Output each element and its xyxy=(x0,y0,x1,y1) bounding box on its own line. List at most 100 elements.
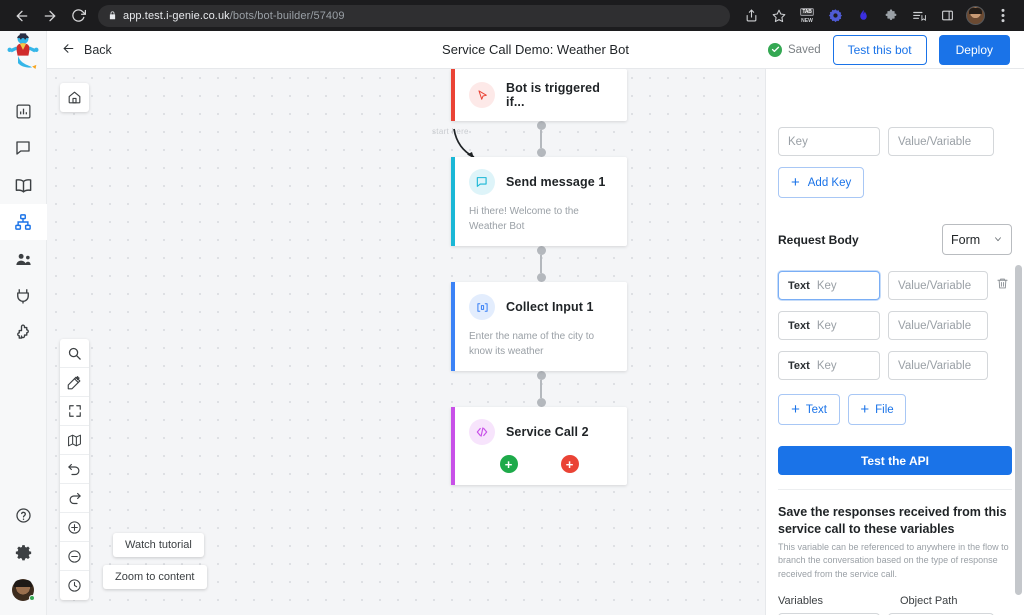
add-key-button[interactable]: + Add Key xyxy=(778,167,865,198)
body-value-input[interactable]: Value/Variable xyxy=(888,311,988,340)
profile-avatar[interactable] xyxy=(962,3,988,29)
add-failure-branch-button[interactable]: + xyxy=(560,455,579,473)
add-success-branch-button[interactable]: + xyxy=(499,455,518,473)
browser-back-button[interactable] xyxy=(8,2,36,30)
browser-reload-button[interactable] xyxy=(64,2,92,30)
flow-node-service-call[interactable]: Service Call 2 + + xyxy=(451,407,627,485)
body-value-input[interactable]: Value/Variable xyxy=(888,351,988,380)
object-path-input[interactable]: result xyxy=(888,613,994,615)
reading-list-icon[interactable] xyxy=(906,3,932,29)
flow-node-trigger[interactable]: Bot is triggered if... xyxy=(451,69,627,121)
canvas-undo-button[interactable] xyxy=(60,455,89,484)
canvas-history-button[interactable] xyxy=(60,571,89,600)
flow-branch-buttons: + + xyxy=(463,455,615,473)
bot-flow: Bot is triggered if... Send message 1 Hi… xyxy=(451,69,631,485)
saved-label: Saved xyxy=(788,43,821,56)
variables-column-header: Variables xyxy=(778,595,824,608)
body-key-input[interactable]: Text Key xyxy=(778,311,880,340)
online-status-dot xyxy=(29,595,35,601)
add-key-label: Add Key xyxy=(807,176,852,189)
sidebar-item-bots[interactable] xyxy=(0,204,47,240)
plus-icon: + xyxy=(791,174,800,191)
body-row-type-tag: Text xyxy=(788,319,810,332)
panel-scrollbar-thumb[interactable] xyxy=(1015,265,1022,595)
genie-logo[interactable] xyxy=(3,33,43,75)
deploy-button[interactable]: Deploy xyxy=(938,34,1010,65)
canvas-fullscreen-button[interactable] xyxy=(60,397,89,426)
flow-node-header: Service Call 2 xyxy=(469,419,615,445)
flow-connector xyxy=(451,246,631,282)
test-bot-button[interactable]: Test this bot xyxy=(832,34,927,65)
sidebar-item-conversations[interactable] xyxy=(0,130,47,166)
browser-forward-button[interactable] xyxy=(36,2,64,30)
browser-toolbar: app.test.i-genie.co.uk/bots/bot-builder/… xyxy=(0,0,1024,31)
lock-icon xyxy=(108,11,117,20)
request-body-label: Request Body xyxy=(778,232,859,247)
test-api-button[interactable]: Test the API xyxy=(778,446,1012,475)
chevron-down-icon xyxy=(993,233,1003,247)
header-key-input[interactable]: Key xyxy=(778,127,880,156)
add-text-button[interactable]: + Text xyxy=(778,394,840,425)
canvas-home-button[interactable] xyxy=(60,83,89,112)
connector-line xyxy=(540,130,542,148)
url-domain: app.test.i-genie.co.uk xyxy=(123,9,230,22)
canvas-search-button[interactable] xyxy=(60,339,89,368)
variables-table-header: Variables Object Path xyxy=(778,595,1012,607)
user-avatar[interactable] xyxy=(12,579,35,601)
sidebar-item-apps[interactable] xyxy=(0,315,47,351)
body-value-input[interactable]: Value/Variable xyxy=(888,271,988,300)
canvas-toolbar-tools xyxy=(60,339,89,600)
canvas-zoom-out-button[interactable] xyxy=(60,542,89,571)
body-row-type-tag: Text xyxy=(788,279,810,292)
header-value-input[interactable]: Value/Variable xyxy=(888,127,994,156)
side-panel-icon[interactable] xyxy=(934,3,960,29)
sidebar-item-contacts[interactable] xyxy=(0,241,47,277)
panel-divider xyxy=(778,489,1012,490)
canvas-minimap-button[interactable] xyxy=(60,426,89,455)
add-body-row-buttons: + Text + File xyxy=(778,394,1012,425)
sidebar-item-knowledge[interactable] xyxy=(0,167,47,203)
flow-node-collect-input[interactable]: Collect Input 1 Enter the name of the ci… xyxy=(451,282,627,371)
body-key-input[interactable]: Text Key xyxy=(778,271,880,300)
share-icon[interactable] xyxy=(738,3,764,29)
flow-node-body: Enter the name of the city to know its w… xyxy=(469,331,595,357)
app-header: Back Service Call Demo: Weather Bot Save… xyxy=(47,31,1024,69)
connector-dot xyxy=(536,273,546,282)
canvas-zoom-in-button[interactable] xyxy=(60,513,89,542)
canvas-redo-button[interactable] xyxy=(60,484,89,513)
message-square-icon xyxy=(469,169,495,195)
back-button[interactable]: Back xyxy=(61,42,112,58)
sidebar-item-analytics[interactable] xyxy=(0,93,47,129)
code-brackets-icon xyxy=(469,419,495,445)
hint-arrow-icon xyxy=(453,128,475,159)
body-key-input[interactable]: Text Key xyxy=(778,351,880,380)
canvas-auto-arrange-button[interactable] xyxy=(60,368,89,397)
connector-dot xyxy=(536,148,546,157)
connector-dot xyxy=(536,398,546,407)
panel-scrollbar[interactable] xyxy=(1015,265,1022,615)
canvas-hint-text: start here xyxy=(432,127,469,136)
flow-node-send-message[interactable]: Send message 1 Hi there! Welcome to the … xyxy=(451,157,627,246)
body-row-type-tag: Text xyxy=(788,359,810,372)
gear-extension-icon[interactable] xyxy=(822,3,848,29)
sidebar-item-help[interactable] xyxy=(0,497,47,533)
puzzle-extension-icon[interactable] xyxy=(878,3,904,29)
flow-node-title: Collect Input 1 xyxy=(506,300,594,314)
delete-row-icon[interactable] xyxy=(996,277,1009,295)
cursor-pointer-icon xyxy=(469,82,495,108)
add-file-button[interactable]: + File xyxy=(848,394,906,425)
sidebar-item-integrations[interactable] xyxy=(0,278,47,314)
request-body-type-select[interactable]: Form xyxy=(942,224,1012,255)
kebab-menu-icon[interactable] xyxy=(990,3,1016,29)
connector-dot xyxy=(536,371,546,380)
back-button-label: Back xyxy=(84,42,112,57)
sidebar-item-settings[interactable] xyxy=(0,534,47,570)
flame-icon[interactable] xyxy=(850,3,876,29)
bookmark-star-icon[interactable] xyxy=(766,3,792,29)
flow-node-title: Bot is triggered if... xyxy=(506,81,600,109)
flow-canvas[interactable]: Watch tutorial Zoom to content start her… xyxy=(47,69,765,615)
flow-node-header: Bot is triggered if... xyxy=(469,81,615,109)
variable-name-input[interactable] xyxy=(778,613,880,615)
address-bar[interactable]: app.test.i-genie.co.uk/bots/bot-builder/… xyxy=(98,4,730,27)
